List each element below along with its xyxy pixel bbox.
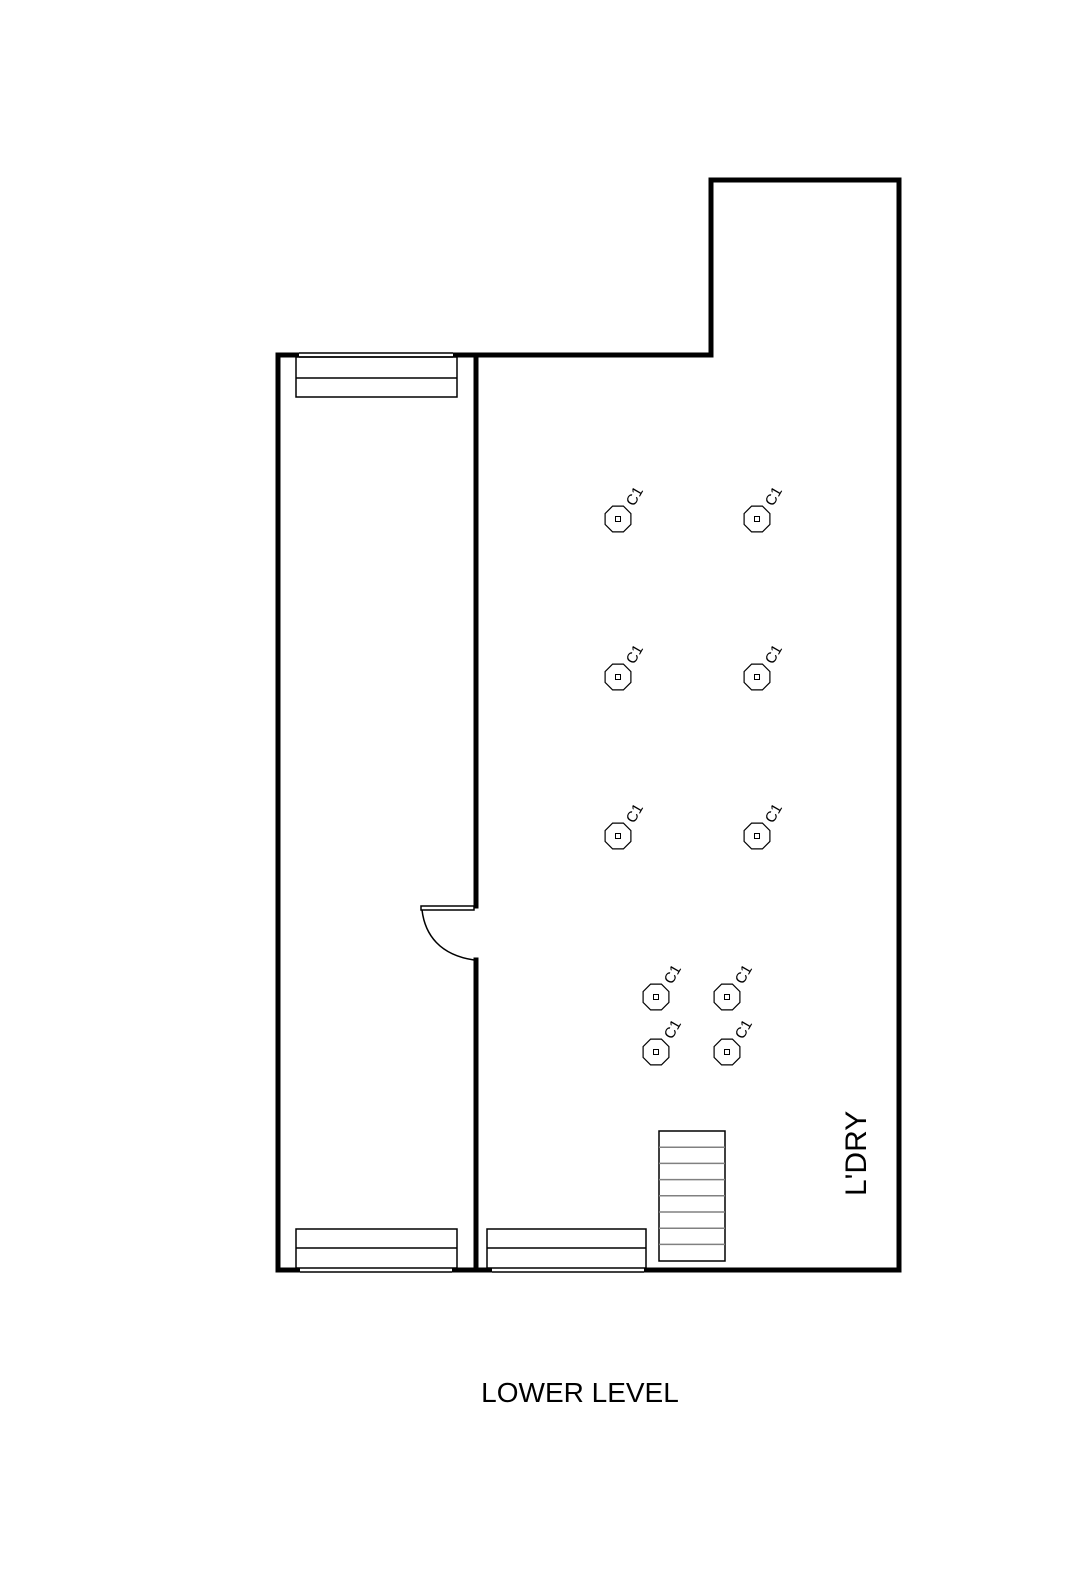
fixture-label: C1	[661, 962, 685, 987]
light-fixture-icon	[604, 505, 632, 533]
fixture-center-mark	[653, 1049, 659, 1055]
ceiling-light-fixture: C1	[713, 962, 756, 1011]
fixture-label: C1	[732, 962, 756, 987]
fixture-center-mark	[615, 674, 621, 680]
light-fixture-icon	[743, 505, 771, 533]
light-fixture-icon	[604, 822, 632, 850]
light-fixture-icon	[743, 663, 771, 691]
ceiling-light-fixture: C1	[743, 484, 786, 533]
fixture-center-mark	[754, 833, 760, 839]
walls	[275, 177, 902, 1273]
ceiling-light-fixture: C1	[642, 962, 685, 1011]
window-bottom-right	[486, 1228, 647, 1273]
ceiling-light-fixture: C1	[604, 484, 647, 533]
ceiling-light-fixture: C1	[642, 1017, 685, 1066]
fixture-label: C1	[623, 484, 647, 509]
light-fixture-icon	[713, 983, 741, 1011]
door-swing[interactable]	[420, 905, 475, 961]
ceiling-light-fixture: C1	[743, 801, 786, 850]
fixture-label: C1	[623, 801, 647, 826]
fixture-label: C1	[623, 642, 647, 667]
fixture-label: C1	[732, 1017, 756, 1042]
light-fixture-icon	[713, 1038, 741, 1066]
light-fixture-icon	[642, 983, 670, 1011]
window-top-left	[295, 352, 458, 398]
light-fixture-icon	[642, 1038, 670, 1066]
ceiling-light-fixture: C1	[604, 642, 647, 691]
fixture-center-mark	[653, 994, 659, 1000]
light-fixture-icon	[604, 663, 632, 691]
light-fixture-icon	[743, 822, 771, 850]
ceiling-light-fixture: C1	[743, 642, 786, 691]
plan-title: LOWER LEVEL	[481, 1377, 679, 1408]
fixture-label: C1	[762, 642, 786, 667]
fixture-center-mark	[615, 833, 621, 839]
fixture-center-mark	[724, 1049, 730, 1055]
ceiling-light-fixture: C1	[713, 1017, 756, 1066]
fixture-label: C1	[762, 801, 786, 826]
fixture-center-mark	[754, 516, 760, 522]
room-label-laundry: L'DRY	[840, 1111, 873, 1196]
fixture-center-mark	[615, 516, 621, 522]
stairs[interactable]	[658, 1130, 726, 1262]
fixture-center-mark	[724, 994, 730, 1000]
ceiling-light-fixture: C1	[604, 801, 647, 850]
window-bottom-left	[295, 1228, 458, 1273]
fixture-label: C1	[661, 1017, 685, 1042]
fixture-center-mark	[754, 674, 760, 680]
fixture-label: C1	[762, 484, 786, 509]
exterior-wall	[275, 177, 902, 1273]
